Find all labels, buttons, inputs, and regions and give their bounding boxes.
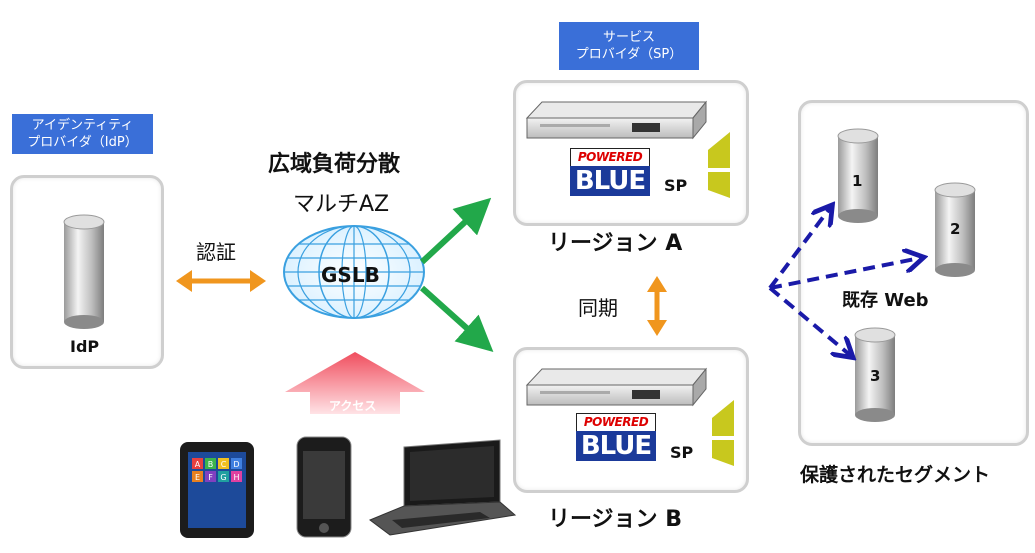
- green-arrow-region-b: [419, 285, 494, 353]
- access-label: アクセス: [329, 399, 377, 413]
- region-b-powered-text: POWERED: [576, 413, 656, 432]
- idp-header-line2: プロバイダ（IdP）: [27, 135, 138, 150]
- region-a-rack-icon: [525, 100, 708, 140]
- region-a-blue-text: BLUE: [570, 166, 650, 196]
- tablet-key-letter: B: [208, 460, 214, 469]
- tablet-key-letter: F: [208, 473, 213, 482]
- idp-panel: [10, 175, 164, 369]
- web-server-1-icon: [837, 128, 879, 223]
- web-server-1-number: 1: [852, 172, 863, 190]
- region-b-label: リージョン B: [548, 507, 682, 532]
- tablet-key-letter: D: [233, 460, 239, 469]
- tablet-key-letter: G: [220, 473, 226, 482]
- phone-icon: [296, 436, 352, 538]
- laptop-icon: [368, 439, 517, 536]
- region-a-powered-text: POWERED: [570, 148, 650, 167]
- tablet-key-tile: [218, 458, 229, 469]
- gslb-globe-icon: [283, 225, 425, 319]
- tablet-key-tile: [205, 471, 216, 482]
- sync-label: 同期: [578, 296, 618, 320]
- tablet-key-letter: H: [233, 473, 239, 482]
- protected-segment-label: 保護されたセグメント: [800, 464, 991, 486]
- lb-title: 広域負荷分散: [268, 152, 401, 177]
- tablet-key-tile: [192, 458, 203, 469]
- tablet-key-tile: [231, 458, 242, 469]
- region-b-rack-icon: [525, 367, 708, 407]
- auth-label: 認証: [196, 240, 236, 264]
- lb-subtitle: マルチAZ: [293, 192, 390, 217]
- idp-server-icon: [63, 214, 105, 329]
- sp-header-line2: プロバイダ（SP）: [575, 47, 683, 62]
- green-arrow-region-a: [419, 197, 492, 265]
- region-b-sp-label: SP: [670, 443, 694, 462]
- tablet-key-letter: C: [221, 460, 227, 469]
- auth-arrow: [176, 270, 266, 292]
- sp-header: サービス プロバイダ（SP）: [559, 22, 699, 70]
- region-b-powered-blue-logo: POWERED BLUE: [576, 413, 656, 461]
- web-server-3-icon: [854, 327, 896, 422]
- idp-label: IdP: [70, 337, 100, 356]
- tablet-key-letter: A: [195, 460, 201, 469]
- tablet-key-tile: [231, 471, 242, 482]
- dashed-arrows: [768, 208, 920, 355]
- tablet-key-tile: [218, 471, 229, 482]
- region-a-label: リージョン A: [548, 231, 683, 256]
- tablet-key-tile: [205, 458, 216, 469]
- tablet-key-tile: [192, 471, 203, 482]
- region-a-sp-label: SP: [664, 176, 688, 195]
- sp-header-line1: サービス: [602, 30, 655, 45]
- access-arrow: [285, 352, 425, 414]
- sync-arrow: [647, 276, 667, 336]
- region-a-yellow-icon: [708, 132, 730, 198]
- gslb-label: GSLB: [321, 263, 380, 287]
- region-b-yellow-icon: [712, 400, 734, 466]
- tablet-key-letter: E: [195, 473, 200, 482]
- web-server-2-icon: [934, 182, 976, 277]
- web-server-2-number: 2: [950, 220, 961, 238]
- idp-header: アイデンティティ プロバイダ（IdP）: [12, 114, 153, 154]
- region-a-powered-blue-logo: POWERED BLUE: [570, 148, 650, 196]
- idp-header-line1: アイデンティティ: [31, 118, 134, 133]
- web-server-3-number: 3: [870, 367, 881, 385]
- region-b-blue-text: BLUE: [576, 431, 656, 461]
- existing-web-label: 既存 Web: [842, 290, 929, 311]
